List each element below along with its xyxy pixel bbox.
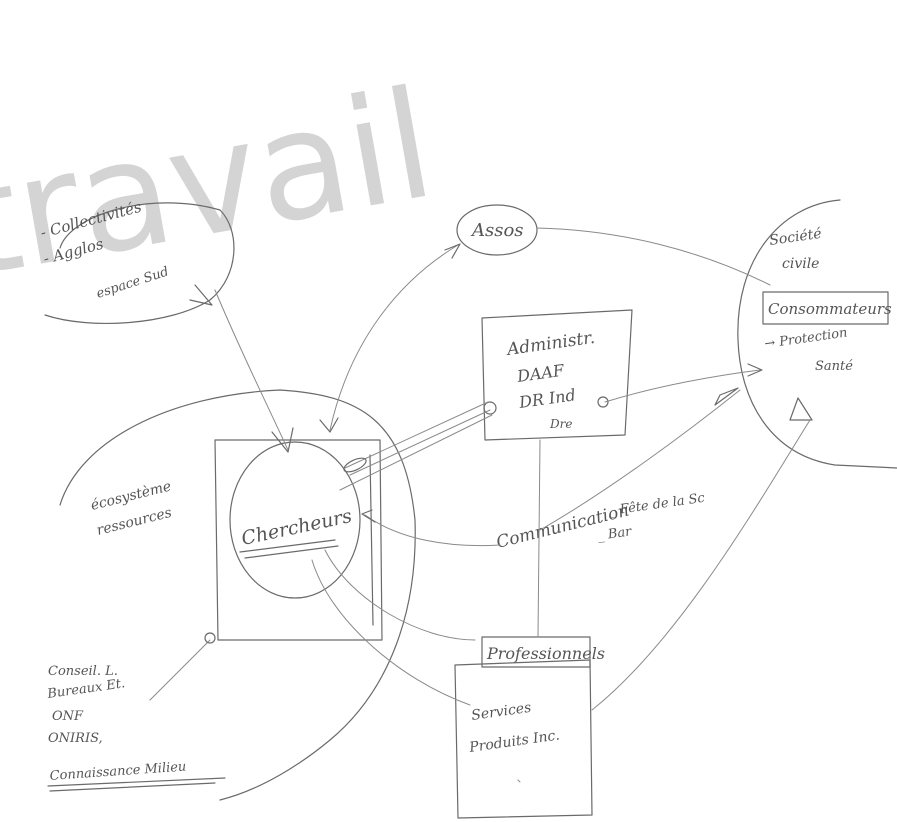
admin-connector-dot (597, 396, 609, 408)
gestionnaires-line3: ONF (52, 709, 84, 724)
connections (149, 227, 811, 783)
administration-node: Administr. DAAF DR Ind Dre (481, 309, 633, 441)
admin-line1: Administr. (504, 328, 596, 360)
gestionnaires-line4: ONIRIS, (48, 731, 103, 746)
link-collectivites-chercheurs (214, 289, 289, 451)
link-admin-professionnels (537, 439, 541, 638)
admin-left-dot (483, 401, 497, 415)
link-chercheurs-admin-2 (349, 409, 491, 476)
link-chercheurs-professionnels-1 (311, 559, 471, 706)
chercheurs-underline (239, 539, 336, 553)
assos-circle (456, 204, 538, 256)
arrowhead-assos (444, 243, 461, 259)
societe-civile-node: Société civile Consommateurs → Protectio… (737, 199, 897, 469)
societe-arrowhead (789, 397, 813, 421)
link-assos-societe (536, 227, 771, 286)
societe-line4: Santé (815, 359, 853, 374)
communication-node: Communication _ Fête de la Sc _ Bar (494, 491, 706, 553)
collectivites-arc (44, 202, 235, 325)
professionnels-line1: Services (470, 700, 532, 724)
professionnels-node: Professionnels Services Produits Inc. (454, 636, 605, 819)
link-communication-chercheurs (364, 514, 501, 547)
societe-circle (737, 199, 897, 469)
professionnels-line2: Produits Inc. (467, 727, 560, 756)
chercheurs-underline2 (244, 545, 339, 559)
assos-label: Assos (470, 220, 524, 241)
tick-mark (517, 779, 521, 783)
societe-line1: Société (768, 226, 822, 249)
chercheurs-box-inner-line (369, 454, 374, 626)
link-societe-communication (539, 389, 741, 531)
gestionnaires-line1: Conseil. L. (48, 664, 118, 679)
consommateurs-label: Consommateurs (768, 300, 892, 318)
arrowhead-societe-admin (747, 363, 763, 377)
consommateurs-box (762, 291, 889, 325)
gestionnaires-underline (47, 777, 226, 787)
link-chercheurs-admin-3 (339, 414, 493, 491)
assos-node: Assos (456, 204, 538, 256)
chercheurs-label: Chercheurs (239, 505, 354, 550)
arrowhead-chercheurs-communication (361, 509, 376, 523)
link-professionnels-societe (591, 419, 811, 711)
professionnels-box (481, 636, 591, 668)
gestionnaires-underline2 (49, 782, 216, 792)
link-assos-chercheurs (329, 244, 459, 431)
gestionnaires-node: Conseil. L. Bureaux Et. ONF ONIRIS, Conn… (45, 664, 226, 792)
arrowhead-communication-societe (714, 387, 739, 406)
societe-line3: → Protection (763, 325, 848, 351)
admin-box (481, 309, 633, 441)
collectivites-arrowhead (189, 284, 213, 306)
link-chercheurs-professionnels-2 (324, 549, 476, 641)
chercheurs-admin-loop (343, 457, 367, 473)
admin-line3: DR Ind (517, 385, 577, 412)
chercheurs-box (214, 439, 383, 641)
professionnels-label: Professionnels (486, 644, 605, 663)
link-gestionnaires-chercheurs (149, 639, 211, 701)
admin-line2: DAAF (515, 360, 566, 386)
arrowhead-chercheurs-assos (319, 417, 339, 433)
communication-item2: _ Bar (596, 524, 633, 544)
gestionnaires-line2: Bureaux Et. (45, 676, 126, 702)
chercheurs-circle (229, 441, 361, 599)
link-admin-societe (604, 369, 761, 403)
watermark-text: travail (0, 58, 445, 312)
ecosysteme-curve (59, 389, 416, 801)
societe-line2: civile (782, 256, 819, 272)
link-chercheurs-admin-1 (344, 401, 489, 469)
admin-line4: Dre (549, 417, 572, 431)
arrowhead-chercheurs-top (271, 427, 294, 453)
gestionnaires-arrow-dot (204, 632, 216, 644)
communication-item1: _ Fête de la Sc (608, 491, 706, 519)
professionnels-outer-box (454, 659, 593, 819)
